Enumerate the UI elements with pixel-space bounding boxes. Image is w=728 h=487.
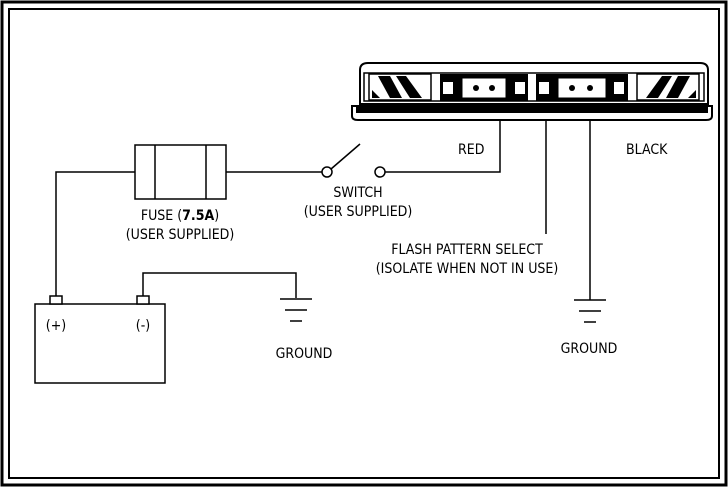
red-label: RED	[458, 142, 484, 158]
battery-negative-label: (-)	[136, 318, 150, 334]
fuse-label-suffix: )	[214, 208, 219, 224]
fuse-label: FUSE (7.5A)	[141, 208, 219, 224]
flash-pattern-label: FLASH PATTERN SELECT	[391, 242, 543, 258]
inner-frame	[8, 8, 720, 479]
wires	[55, 120, 591, 300]
fuse-label-prefix: FUSE (	[141, 208, 182, 224]
ground-left-label: GROUND	[276, 346, 333, 362]
fuse-to-battery-wire	[55, 171, 135, 297]
switch-label: SWITCH	[333, 185, 382, 201]
switch-note: (USER SUPPLIED)	[304, 204, 413, 220]
end-lamp-right	[636, 73, 700, 101]
ground-right-label: GROUND	[561, 341, 618, 357]
end-lamp-left	[368, 73, 432, 101]
lamp-module-right	[536, 74, 628, 101]
battery-symbol	[34, 295, 166, 384]
fuse-rating: 7.5A	[182, 208, 214, 224]
battery-positive-label: (+)	[46, 318, 66, 334]
ground-symbol-left	[280, 298, 312, 322]
fuse-symbol	[134, 144, 227, 200]
ground-symbol-right	[574, 299, 606, 323]
flash-pattern-note: (ISOLATE WHEN NOT IN USE)	[376, 261, 559, 277]
lamp-module-left	[440, 74, 528, 101]
battery-to-ground-wire	[142, 272, 297, 298]
black-label: BLACK	[626, 142, 668, 158]
red-wire	[385, 120, 501, 173]
fuse-note: (USER SUPPLIED)	[126, 227, 235, 243]
switch-symbol	[321, 143, 386, 178]
light-bar	[351, 62, 713, 121]
